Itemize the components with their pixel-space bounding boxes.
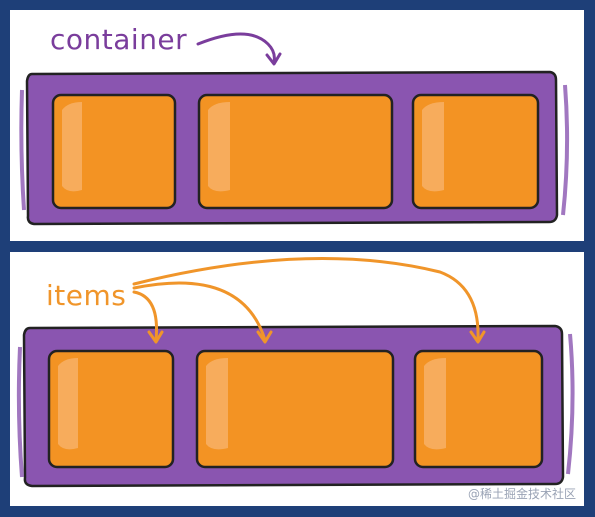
items-panel: items @稀土掘金技术社区	[10, 252, 584, 506]
watermark: @稀土掘金技术社区	[467, 487, 576, 501]
container-illustration	[19, 32, 570, 226]
items-label: items	[46, 279, 127, 312]
items-illustration	[16, 257, 575, 488]
container-box-scribble	[19, 84, 570, 216]
curved-arrow-icon	[132, 257, 486, 344]
item-box	[197, 93, 394, 210]
item-box	[411, 93, 540, 210]
item-box	[195, 349, 395, 469]
container-panel: container	[10, 10, 584, 241]
container-box-scribble	[16, 333, 575, 478]
curved-arrow-icon	[196, 32, 282, 66]
item-box	[51, 93, 177, 210]
curved-arrow-icon	[132, 281, 273, 344]
curved-arrow-icon	[132, 290, 164, 344]
container-label: container	[50, 23, 188, 56]
item-box	[47, 349, 175, 469]
item-box	[413, 349, 544, 469]
